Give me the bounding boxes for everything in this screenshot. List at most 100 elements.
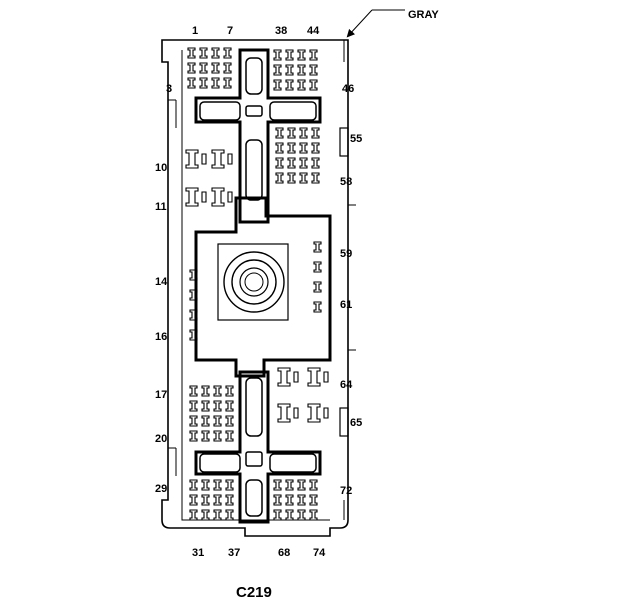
terminal-cavity [225,385,234,397]
center-boss [217,243,289,321]
terminal-cavity [225,415,234,427]
terminal-cavity [223,47,232,59]
pin-label: 7 [227,25,233,37]
color-callout: GRAY [346,9,439,38]
terminal-cavity [225,400,234,412]
terminal-cavity [297,494,306,506]
terminal-cavity [297,479,306,491]
terminal-cavity [201,385,210,397]
terminal-cavity [311,172,320,184]
terminal-cavity [287,127,296,139]
terminal-cavity [297,49,306,61]
pin-label: 29 [155,483,167,495]
terminal-cavity [313,261,322,273]
connector-color-label: GRAY [408,9,439,21]
terminal-cavity [223,77,232,89]
terminal-cavity [223,62,232,74]
terminal-cavity [189,494,198,506]
slots [199,57,317,517]
terminal-cavity [273,509,282,521]
right-latch-tab-upper [339,127,349,157]
terminal-cavity [189,269,198,281]
terminal-cavity [211,62,220,74]
pin-label: 44 [307,25,320,37]
terminal-cavity-large [307,367,329,387]
terminal-cavity [275,142,284,154]
left-pin-labels: 3 10 11 14 16 17 20 29 [155,83,172,495]
terminal-cavity [285,49,294,61]
pin-label: 68 [278,547,290,559]
terminal-cavity [189,385,198,397]
terminal-cavity [201,479,210,491]
terminal-cavity-large [307,403,329,423]
terminal-cavity [273,479,282,491]
top-pin-labels: 1 7 38 44 [192,25,320,37]
bottom-pin-labels: 31 37 68 74 [192,547,326,559]
pin-label: 10 [155,162,167,174]
terminal-cavity [189,400,198,412]
terminal-cavity [211,77,220,89]
terminal-cavity [299,172,308,184]
pin-label: 46 [342,83,354,95]
pin-label: 1 [192,25,198,37]
terminal-cavity [299,127,308,139]
terminal-cavity [213,385,222,397]
pin-label: 61 [340,299,352,311]
terminal-cavity [189,479,198,491]
terminal-cavity-large [277,403,299,423]
terminal-cavity [189,415,198,427]
terminal-cavity [199,62,208,74]
terminal-cavity [275,127,284,139]
terminal-cavity [201,509,210,521]
terminal-cavity [309,49,318,61]
terminal-cavity [313,281,322,293]
terminal-cavity [213,430,222,442]
terminal-cavity [297,509,306,521]
terminal-cavity [297,64,306,76]
pin-label: 59 [340,248,352,260]
terminal-cavity [187,47,196,59]
pin-label: 55 [350,133,362,145]
terminal-cavity [199,77,208,89]
terminal-cavity [189,329,198,341]
terminal-cavity [201,400,210,412]
pin-label: 74 [313,547,326,559]
terminal-cavity-large [211,149,233,169]
terminal-cavity [287,157,296,169]
terminal-cavity [287,142,296,154]
terminal-cavity [225,479,234,491]
cavity-walls [181,48,332,524]
terminal-cavity [313,241,322,253]
terminal-cavity [189,309,198,321]
pin-label: 72 [340,485,352,497]
terminal-cavity [313,301,322,313]
terminal-cavity [299,157,308,169]
terminal-cavity [189,509,198,521]
pin-label: 38 [275,25,287,37]
terminal-cavity [309,494,318,506]
terminal-cavity [297,79,306,91]
terminal-cavity-large [185,187,207,207]
terminal-cavity [311,142,320,154]
terminal-cavity [213,494,222,506]
terminal-cavity [275,172,284,184]
terminal-cavity [201,415,210,427]
terminal-cavity-large [185,149,207,169]
terminal-cavity [225,430,234,442]
terminal-cavity [213,400,222,412]
terminal-cavity [273,64,282,76]
terminal-cavity [309,79,318,91]
pin-label: 65 [350,417,362,429]
connector-id-label: C219 [236,584,272,600]
pin-label: 64 [340,379,353,391]
terminal-cavity [201,430,210,442]
terminal-cavity-large [211,187,233,207]
terminal-cavity [287,172,296,184]
terminal-cavity [309,479,318,491]
terminal-cavity [285,79,294,91]
terminal-cavity [275,157,284,169]
terminal-cavity [201,494,210,506]
terminal-cavity [225,509,234,521]
connector-body [161,39,356,537]
